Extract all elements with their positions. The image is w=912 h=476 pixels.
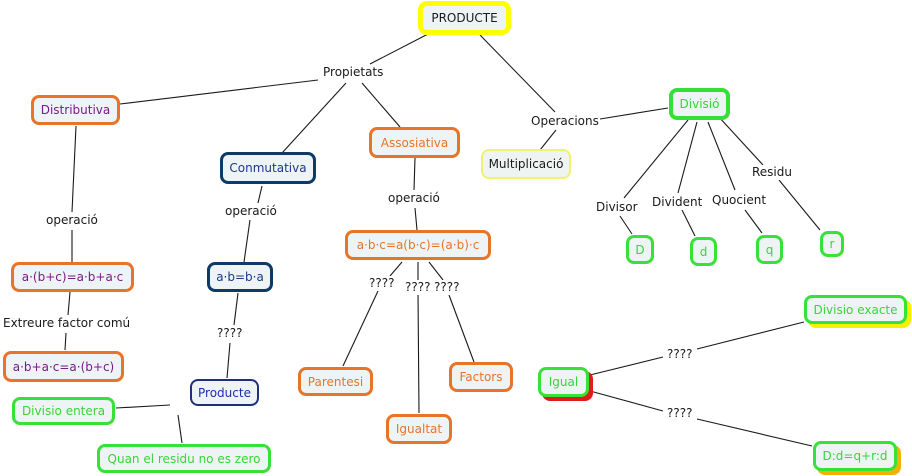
connector bbox=[696, 418, 813, 447]
connector bbox=[623, 119, 689, 199]
link-label-operacio-conmutativa[interactable]: operació bbox=[224, 204, 278, 219]
connector bbox=[414, 207, 418, 231]
connector bbox=[64, 332, 67, 351]
connector bbox=[479, 34, 556, 113]
connector bbox=[428, 261, 444, 281]
node-divisio-entera[interactable]: Divisio entera bbox=[12, 397, 115, 425]
node-q[interactable]: q bbox=[756, 235, 783, 264]
link-label-extreure-factor-comu[interactable]: Extreure factor comú bbox=[2, 316, 132, 331]
link-label-unknown-igualtat[interactable]: ???? bbox=[404, 280, 432, 295]
node-assosiativa[interactable]: Assosiativa bbox=[369, 127, 460, 158]
node-formula-divisio[interactable]: D:d=q+r:d bbox=[813, 441, 897, 471]
connector bbox=[119, 79, 319, 105]
connector bbox=[599, 107, 669, 120]
link-label-propietats[interactable]: Propietats bbox=[322, 65, 385, 80]
link-label-operacio-assosiativa[interactable]: operació bbox=[387, 191, 441, 206]
node-divisio-exacte[interactable]: Divisio exacte bbox=[804, 295, 907, 324]
node-conmutativa-formula[interactable]: a·b=b·a bbox=[207, 262, 273, 292]
link-label-unknown-factors[interactable]: ???? bbox=[433, 280, 461, 295]
link-label-quocient[interactable]: Quocient bbox=[711, 193, 768, 208]
connector bbox=[417, 291, 420, 414]
connector bbox=[389, 261, 403, 277]
node-factors[interactable]: Factors bbox=[449, 362, 513, 392]
node-D[interactable]: D bbox=[626, 235, 654, 264]
link-label-unknown-parentesi[interactable]: ???? bbox=[368, 276, 396, 291]
link-label-unknown-exacte[interactable]: ???? bbox=[666, 347, 694, 362]
node-igualtat[interactable]: Igualtat bbox=[386, 414, 452, 444]
node-r[interactable]: r bbox=[820, 231, 844, 257]
node-distributiva[interactable]: Distributiva bbox=[31, 95, 120, 125]
connector bbox=[778, 179, 821, 231]
node-quan-residu[interactable]: Quan el residu no es zero bbox=[97, 444, 271, 473]
connector bbox=[589, 390, 664, 412]
connector bbox=[619, 215, 633, 235]
connector bbox=[361, 82, 401, 128]
connector bbox=[233, 292, 239, 326]
node-distributiva-formula[interactable]: a·(b+c)=a·b+a·c bbox=[11, 262, 134, 292]
connector bbox=[369, 32, 431, 65]
link-label-residu[interactable]: Residu bbox=[751, 165, 793, 180]
connector bbox=[243, 219, 251, 263]
node-producte[interactable]: Producte bbox=[190, 379, 259, 406]
node-d[interactable]: d bbox=[690, 237, 717, 266]
connector bbox=[413, 157, 416, 191]
link-label-divisor[interactable]: Divisor bbox=[595, 200, 639, 215]
connector bbox=[448, 294, 475, 363]
node-parentesi[interactable]: Parentesi bbox=[298, 367, 373, 396]
connector bbox=[177, 414, 183, 444]
connector bbox=[67, 291, 71, 316]
node-assosiativa-formula[interactable]: a·b·c=a(b·c)=(a·b)·c bbox=[345, 230, 491, 260]
node-conmutativa[interactable]: Conmutativa bbox=[220, 152, 316, 184]
node-igual[interactable]: Igual bbox=[538, 367, 589, 397]
connector bbox=[677, 121, 698, 194]
connector bbox=[707, 121, 736, 191]
connector bbox=[681, 209, 696, 237]
link-label-operacio-distributiva[interactable]: operació bbox=[45, 213, 99, 228]
link-label-divident[interactable]: Divident bbox=[651, 195, 704, 210]
node-factor-comu-formula[interactable]: a·b+a·c=a·(b+c) bbox=[3, 351, 124, 382]
connector bbox=[717, 115, 764, 166]
node-divisio[interactable]: Divisió bbox=[669, 88, 730, 120]
node-producte-root[interactable]: PRODUCTE bbox=[418, 1, 511, 35]
link-label-unknown-formula[interactable]: ???? bbox=[666, 406, 694, 421]
link-label-operacions[interactable]: Operacions bbox=[530, 114, 600, 129]
connector bbox=[71, 125, 77, 213]
connector bbox=[539, 129, 557, 151]
connector bbox=[226, 342, 231, 379]
connector bbox=[589, 356, 664, 376]
connector bbox=[744, 209, 763, 234]
link-label-unknown-conmutativa[interactable]: ???? bbox=[216, 326, 244, 341]
connector bbox=[342, 290, 379, 367]
connector bbox=[281, 82, 347, 154]
connector bbox=[257, 185, 263, 204]
connector bbox=[696, 321, 805, 350]
connector bbox=[115, 404, 171, 409]
node-multiplicacio[interactable]: Multiplicació bbox=[481, 149, 571, 179]
